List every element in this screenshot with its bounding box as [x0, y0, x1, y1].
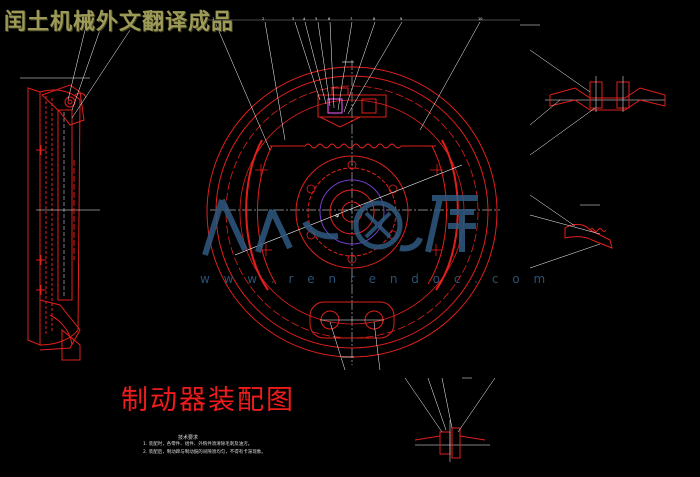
left-view-leaders	[67, 29, 131, 119]
watermark-url: w w w . r e n r e n d o c . c o m	[200, 272, 551, 286]
notes-title: 技术要求	[178, 435, 199, 441]
detail-view-mid-right	[564, 223, 613, 249]
svg-text:3: 3	[292, 17, 294, 21]
main-view-leaders	[214, 21, 481, 371]
renrendoc-logo	[202, 195, 478, 256]
svg-text:4: 4	[303, 17, 306, 21]
note-line: 1. 装配时，各零件、组件、外购件须清除毛刺及油污。	[143, 442, 253, 447]
svg-text:2: 2	[262, 17, 264, 21]
svg-text:6: 6	[328, 17, 330, 21]
detail-view-bottom	[414, 420, 490, 462]
svg-text:5: 5	[315, 17, 317, 21]
svg-text:1: 1	[212, 17, 214, 21]
note-line: 2. 装配后，制动蹄与制动鼓的间隙须均匀，不得有卡滞现象。	[143, 450, 266, 455]
site-banner: 闰土机械外文翻译成品	[4, 10, 235, 35]
detail-view-top-right	[545, 76, 666, 112]
svg-text:Φ: Φ	[335, 213, 341, 220]
drawing-title: 制动器装配图	[121, 385, 295, 416]
svg-text:10: 10	[478, 17, 482, 21]
svg-text:9: 9	[400, 17, 402, 21]
svg-text:8: 8	[373, 17, 375, 21]
left-section-view	[20, 77, 100, 361]
svg-text:7: 7	[350, 17, 352, 21]
